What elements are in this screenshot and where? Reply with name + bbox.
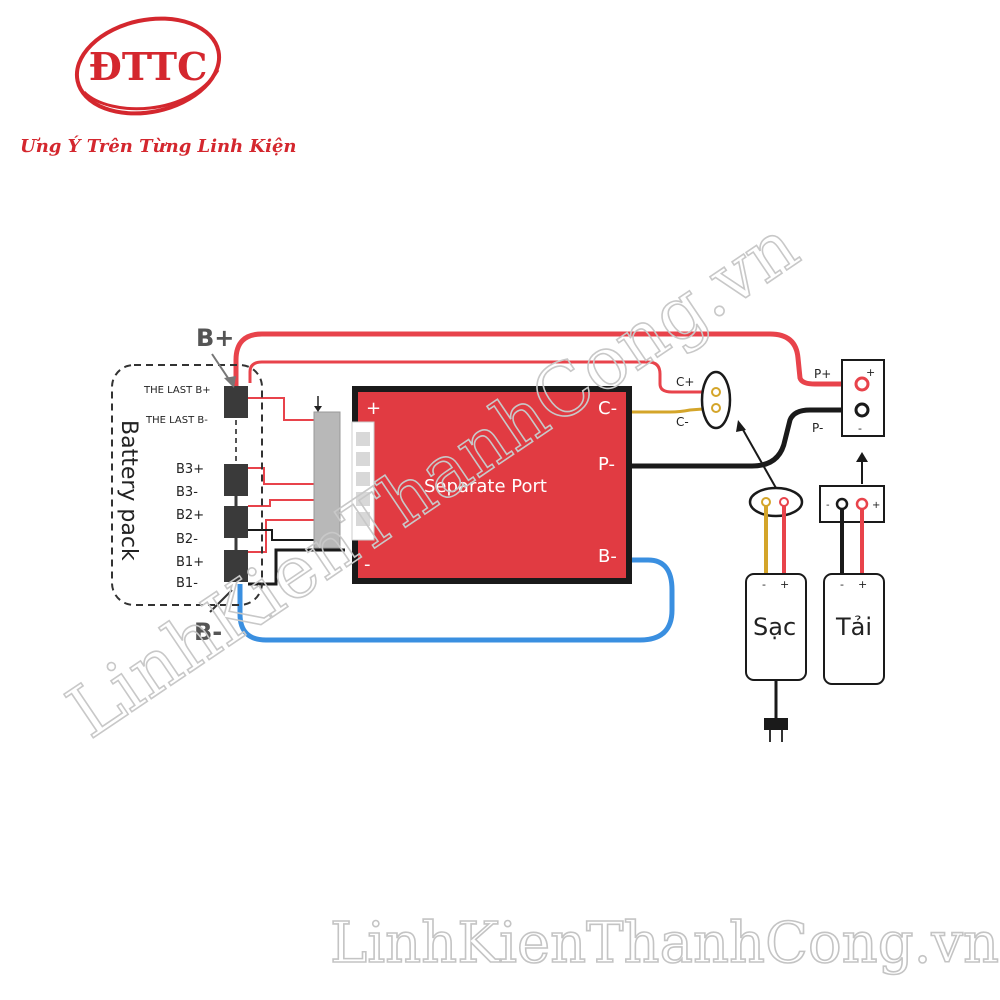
load-terminal-plus-mark: + bbox=[872, 500, 880, 511]
socket-pin-4 bbox=[356, 492, 370, 506]
watermark-diagonal: LinhKienThanhCong.vn bbox=[53, 203, 813, 754]
load-minus-mark: - bbox=[840, 578, 844, 591]
label-b3minus: B3- bbox=[176, 485, 198, 500]
wire-balance-b3 bbox=[248, 467, 318, 485]
cell-b3 bbox=[224, 464, 248, 496]
battery-pack-outline bbox=[111, 364, 263, 606]
board-minus-label: - bbox=[364, 554, 371, 575]
cell-b2 bbox=[224, 506, 248, 538]
brand-tagline: Ưng Ý Trên Từng Linh Kiện bbox=[20, 134, 297, 157]
charger-plus-mark: + bbox=[780, 578, 789, 591]
board-title: Separate Port bbox=[424, 476, 547, 497]
cell-last bbox=[224, 386, 248, 418]
wire-board-cminus bbox=[632, 406, 717, 414]
output-pminus-label: P- bbox=[812, 421, 823, 435]
arrow-bminus bbox=[209, 589, 233, 613]
board-cminus-label: C- bbox=[598, 398, 617, 419]
label-last-bminus: THE LAST B- bbox=[145, 415, 208, 426]
wire-balance-b2b1 bbox=[248, 529, 318, 541]
wire-bminus bbox=[237, 557, 675, 643]
wire-bplus-to-pplus bbox=[233, 331, 860, 388]
output-minus-label: - bbox=[858, 422, 862, 435]
load-label: Tải bbox=[835, 613, 872, 641]
output-pplus-label: P+ bbox=[814, 367, 831, 381]
arrowhead-load bbox=[856, 452, 868, 462]
wire-balance-b2 bbox=[248, 499, 318, 507]
charger-minus-mark: - bbox=[762, 578, 766, 591]
wire-balance-b1 bbox=[248, 519, 318, 553]
watermark-bottom: LinhKienThanhCong.vn bbox=[330, 911, 999, 976]
balance-connector bbox=[313, 411, 341, 549]
label-last-bplus: THE LAST B+ bbox=[143, 385, 211, 396]
wire-balance-last bbox=[248, 397, 318, 421]
label-bminus: B- bbox=[194, 618, 222, 646]
label-b3plus: B3+ bbox=[176, 462, 204, 477]
output-pin-plus bbox=[854, 376, 870, 392]
board-pminus-label: P- bbox=[598, 454, 615, 475]
connector-cminus-label: C- bbox=[676, 415, 689, 429]
socket-pin-1 bbox=[356, 432, 370, 446]
charge-connector bbox=[700, 370, 732, 430]
label-b2minus: B2- bbox=[176, 532, 198, 547]
arrowhead-charger bbox=[736, 420, 746, 432]
label-b2plus: B2+ bbox=[176, 508, 204, 523]
socket-pin-2 bbox=[356, 452, 370, 466]
output-pin-minus bbox=[854, 402, 870, 418]
charger-label: Sạc bbox=[753, 613, 796, 641]
output-plus-label: + bbox=[866, 366, 875, 379]
wire-pminus bbox=[632, 407, 860, 469]
load-terminal bbox=[819, 485, 885, 523]
load-plus-mark: + bbox=[858, 578, 867, 591]
load-body bbox=[823, 573, 885, 685]
connector-cplus-label: C+ bbox=[676, 375, 694, 389]
arrowhead-bplus bbox=[224, 376, 236, 388]
brand-name: ĐTTC bbox=[89, 44, 208, 89]
charger-plug-head bbox=[764, 718, 788, 730]
board-bminus-label: B- bbox=[598, 546, 617, 567]
wire-bplus-to-cplus bbox=[248, 360, 716, 394]
charge-pin-plus bbox=[711, 387, 721, 397]
board-plus-label: + bbox=[366, 398, 381, 419]
label-b1minus: B1- bbox=[176, 576, 198, 591]
output-terminal bbox=[841, 359, 885, 437]
cell-b1 bbox=[224, 550, 248, 582]
connector-arrowhead bbox=[314, 406, 322, 412]
socket-pin-3 bbox=[356, 472, 370, 486]
arrow-charger-to-connector bbox=[741, 427, 777, 489]
label-b1plus: B1+ bbox=[176, 555, 204, 570]
label-bplus: B+ bbox=[196, 324, 234, 352]
charger-plug bbox=[748, 486, 804, 518]
brand-logo: ĐTTC bbox=[74, 16, 222, 116]
battery-pack-label: Battery pack bbox=[116, 420, 141, 561]
socket-pin-5 bbox=[356, 512, 370, 526]
charge-pin-minus bbox=[711, 403, 721, 413]
bms-board bbox=[358, 392, 626, 578]
load-terminal-minus-mark: - bbox=[826, 500, 830, 511]
